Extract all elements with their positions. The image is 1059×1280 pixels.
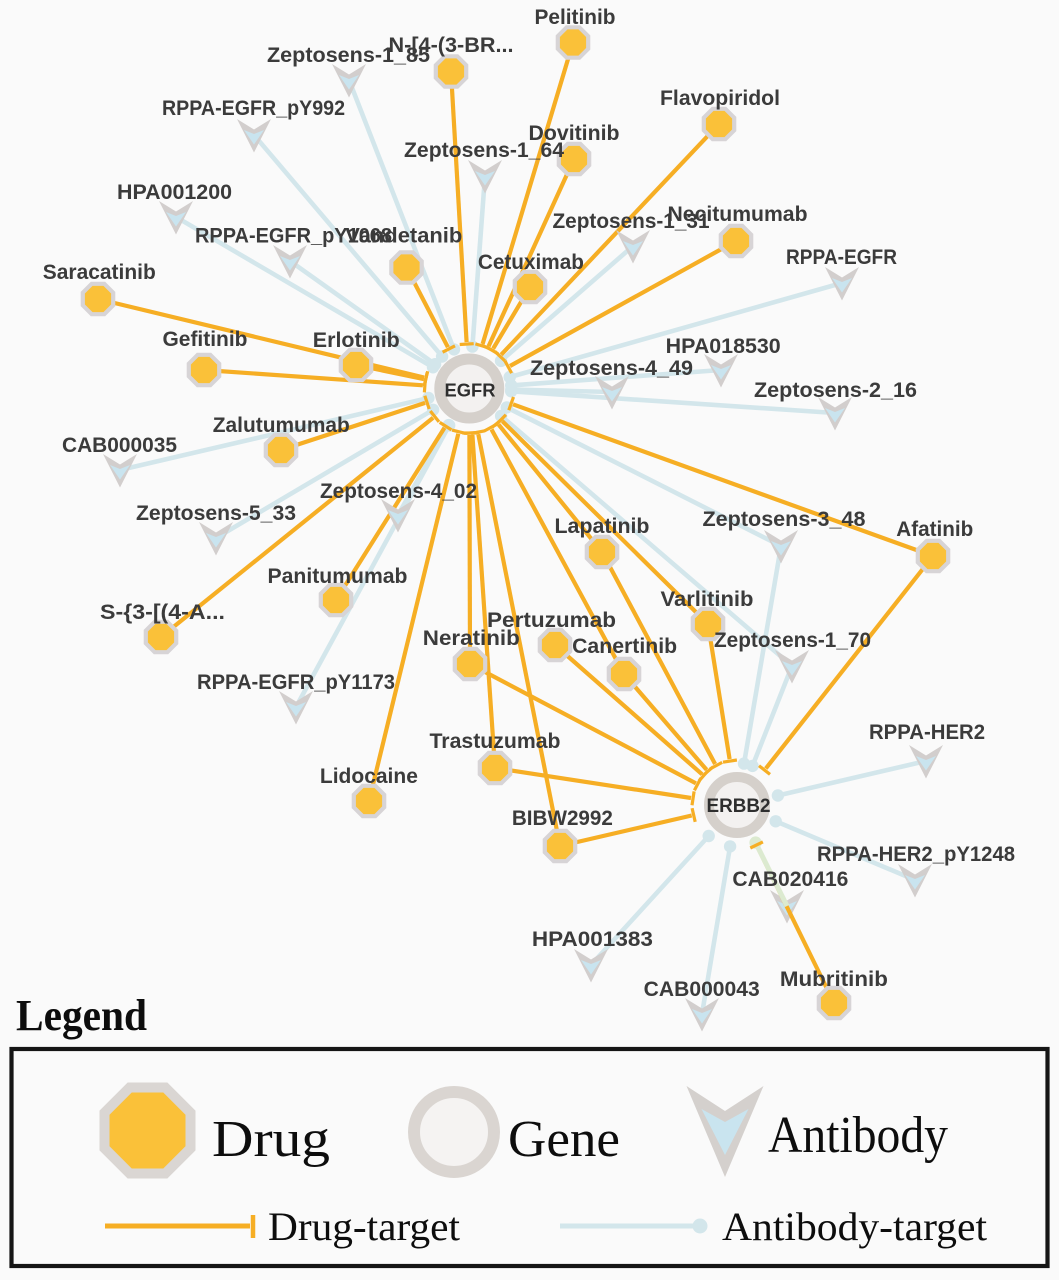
svg-text:Necitumumab: Necitumumab — [668, 203, 808, 226]
svg-text:Neratinib: Neratinib — [423, 627, 520, 650]
svg-text:Zeptosens-4_49: Zeptosens-4_49 — [530, 357, 693, 380]
svg-text:HPA001383: HPA001383 — [532, 928, 653, 951]
svg-text:Flavopiridol: Flavopiridol — [660, 87, 780, 110]
svg-text:Legend: Legend — [16, 991, 147, 1040]
svg-text:CAB000043: CAB000043 — [644, 978, 760, 1001]
svg-text:Zeptosens-1_70: Zeptosens-1_70 — [714, 629, 871, 652]
svg-text:S-{3-[(4-A...: S-{3-[(4-A... — [100, 601, 225, 624]
svg-text:RPPA-EGFR_pY992: RPPA-EGFR_pY992 — [162, 97, 345, 120]
svg-text:Afatinib: Afatinib — [896, 518, 973, 541]
svg-text:HPA001200: HPA001200 — [117, 181, 232, 204]
svg-text:Lidocaine: Lidocaine — [320, 765, 418, 788]
svg-text:Antibody-target: Antibody-target — [722, 1204, 987, 1249]
svg-text:Drug-target: Drug-target — [268, 1204, 460, 1249]
svg-text:Vandetanib: Vandetanib — [345, 225, 462, 248]
svg-text:Mubritinib: Mubritinib — [780, 968, 888, 991]
svg-text:RPPA-EGFR_pY1173: RPPA-EGFR_pY1173 — [197, 671, 395, 694]
svg-text:N-[4-(3-BR...: N-[4-(3-BR... — [389, 34, 514, 57]
svg-text:Pertuzumab: Pertuzumab — [487, 609, 616, 632]
svg-text:Lapatinib: Lapatinib — [555, 515, 650, 538]
svg-text:Gefitinib: Gefitinib — [163, 328, 248, 351]
svg-text:Canertinib: Canertinib — [572, 635, 677, 658]
svg-text:Zeptosens-5_33: Zeptosens-5_33 — [136, 502, 296, 525]
svg-text:RPPA-HER2_pY1248: RPPA-HER2_pY1248 — [817, 843, 1015, 866]
svg-text:Zalutumumab: Zalutumumab — [213, 414, 350, 437]
svg-text:HPA018530: HPA018530 — [666, 335, 781, 358]
svg-text:RPPA-EGFR_pY1068: RPPA-EGFR_pY1068 — [195, 225, 392, 248]
svg-text:Drug: Drug — [212, 1111, 330, 1168]
svg-text:Zeptosens-1_85: Zeptosens-1_85 — [267, 44, 430, 67]
svg-text:Trastuzumab: Trastuzumab — [430, 730, 561, 753]
svg-text:Zeptosens-2_16: Zeptosens-2_16 — [754, 379, 917, 402]
svg-text:Gene: Gene — [508, 1111, 620, 1168]
svg-text:Pelitinib: Pelitinib — [535, 6, 616, 29]
svg-text:Zeptosens-3_48: Zeptosens-3_48 — [703, 508, 866, 531]
svg-text:Zeptosens-1_64: Zeptosens-1_64 — [404, 139, 564, 162]
svg-text:Cetuximab: Cetuximab — [478, 251, 584, 274]
svg-text:Dovitinib: Dovitinib — [529, 122, 620, 145]
svg-text:ERBB2: ERBB2 — [707, 795, 771, 817]
svg-text:Zeptosens-1_31: Zeptosens-1_31 — [553, 210, 710, 233]
svg-text:Panitumumab: Panitumumab — [268, 565, 408, 588]
svg-text:Zeptosens-4_02: Zeptosens-4_02 — [320, 480, 477, 503]
svg-text:CAB000035: CAB000035 — [62, 434, 177, 457]
svg-text:Antibody: Antibody — [768, 1107, 948, 1164]
svg-text:Varlitinib: Varlitinib — [661, 588, 754, 611]
svg-text:RPPA-EGFR: RPPA-EGFR — [786, 246, 897, 269]
svg-text:BIBW2992: BIBW2992 — [512, 807, 613, 830]
svg-text:Saracatinib: Saracatinib — [43, 261, 156, 284]
svg-text:Erlotinib: Erlotinib — [313, 329, 400, 352]
svg-text:EGFR: EGFR — [445, 380, 496, 401]
svg-text:CAB020416: CAB020416 — [732, 868, 848, 891]
svg-text:RPPA-HER2: RPPA-HER2 — [869, 721, 985, 744]
